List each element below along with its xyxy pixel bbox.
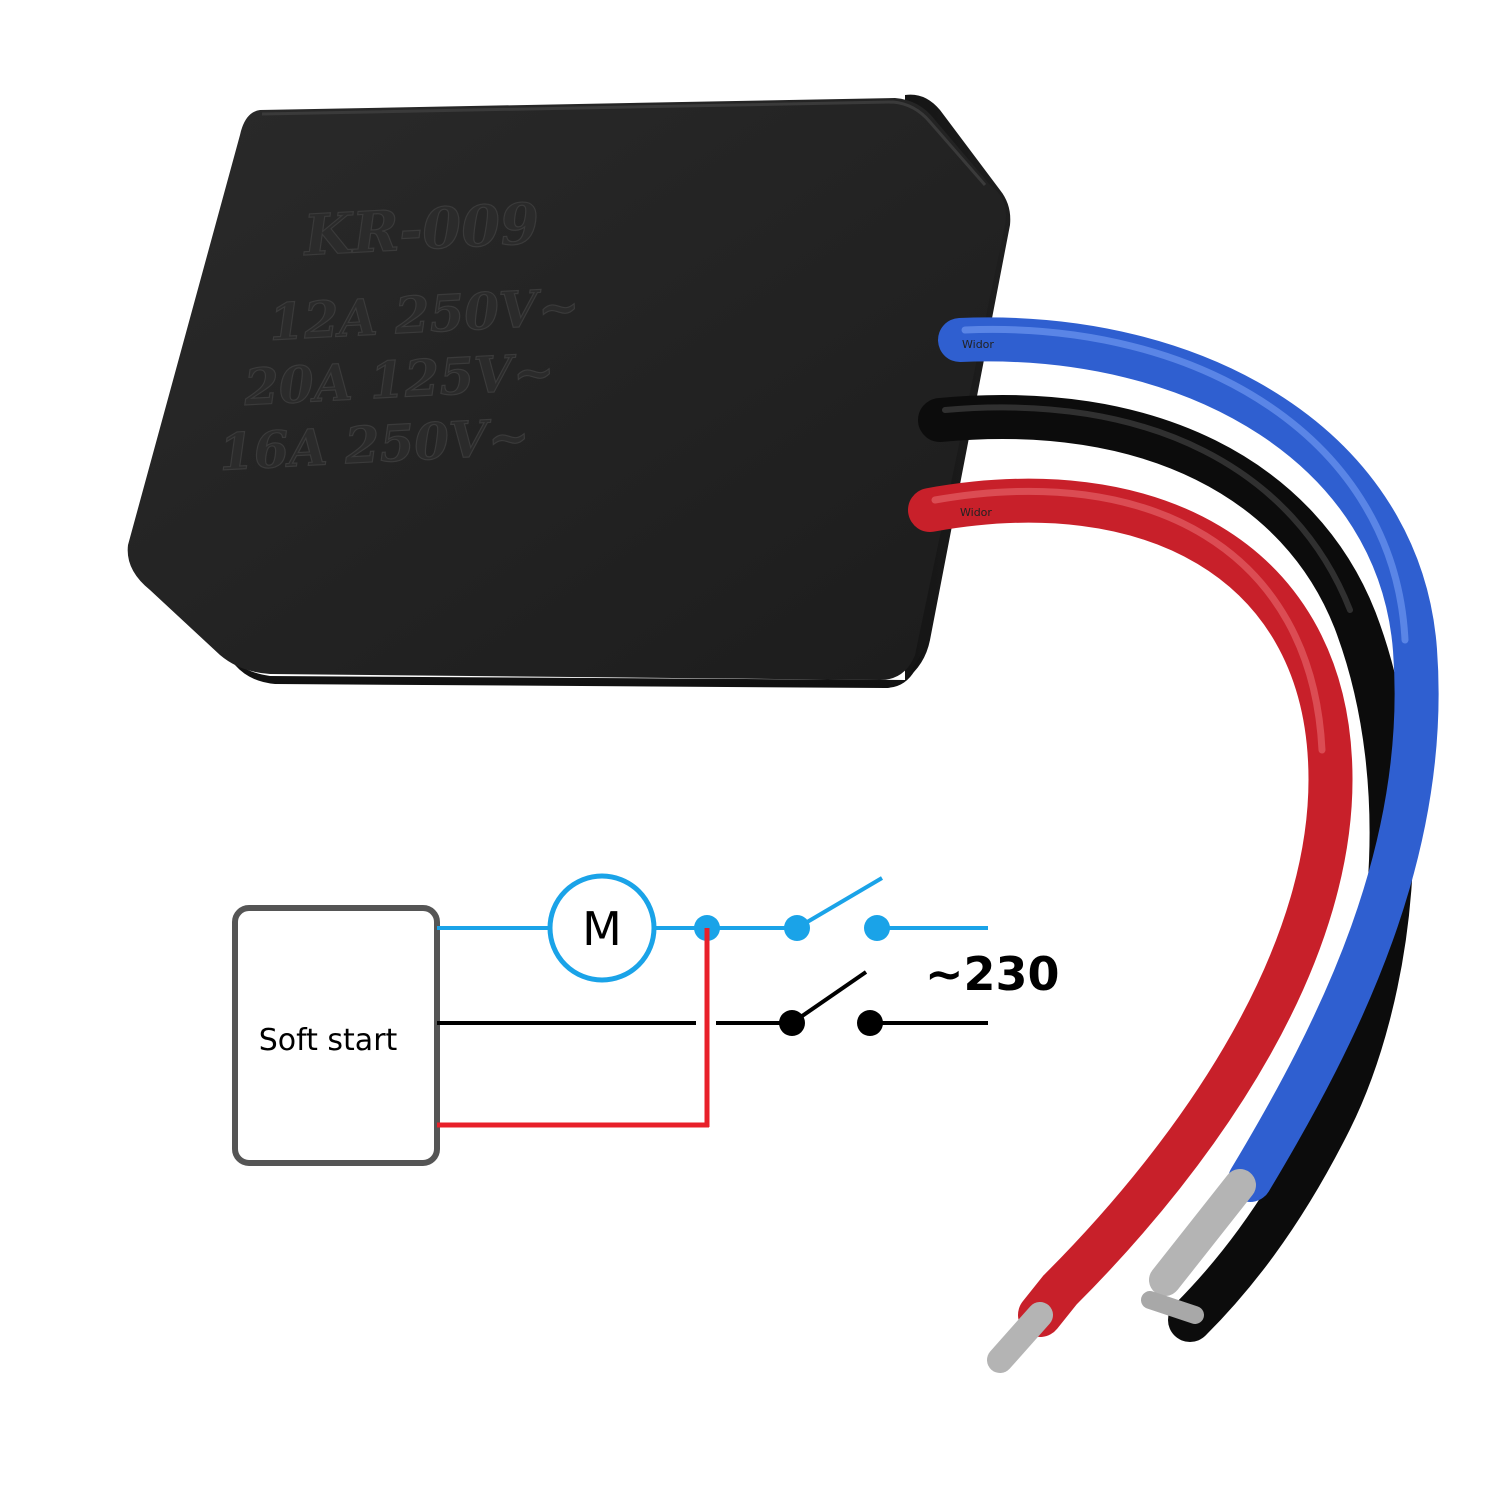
blue-wire-brand: Widor — [962, 338, 994, 351]
blue-wire-strands — [1149, 1169, 1256, 1296]
red-wire — [908, 478, 1353, 1337]
neutral-switch-blade — [790, 970, 868, 1025]
red-wire-strands — [987, 1302, 1053, 1373]
soft-start-box — [232, 905, 440, 1166]
soft-start-module: KR-009 12A 250V~ 20A 125V~ 16A 250V~ — [127, 94, 1011, 688]
blue-wire — [938, 317, 1439, 1202]
black-wire-strands — [1141, 1291, 1204, 1324]
wiring-diagram: Soft start M ~230 — [232, 873, 1060, 1166]
module-wires — [908, 317, 1439, 1373]
live-switch-blade — [795, 876, 884, 930]
supply-voltage-label: ~230 — [925, 947, 1060, 1001]
red-wire-sheen — [931, 487, 1326, 754]
black-wire-sheen — [942, 404, 1353, 613]
module-top-face — [127, 98, 1006, 680]
blue-wire-sheen — [961, 325, 1409, 644]
motor-label: M — [582, 902, 622, 956]
red-wire-brand: Widor — [960, 506, 992, 519]
soft-start-label: Soft start — [259, 1023, 398, 1058]
module-model-text: KR-009 — [300, 191, 540, 269]
module-edge-highlight — [261, 100, 987, 186]
